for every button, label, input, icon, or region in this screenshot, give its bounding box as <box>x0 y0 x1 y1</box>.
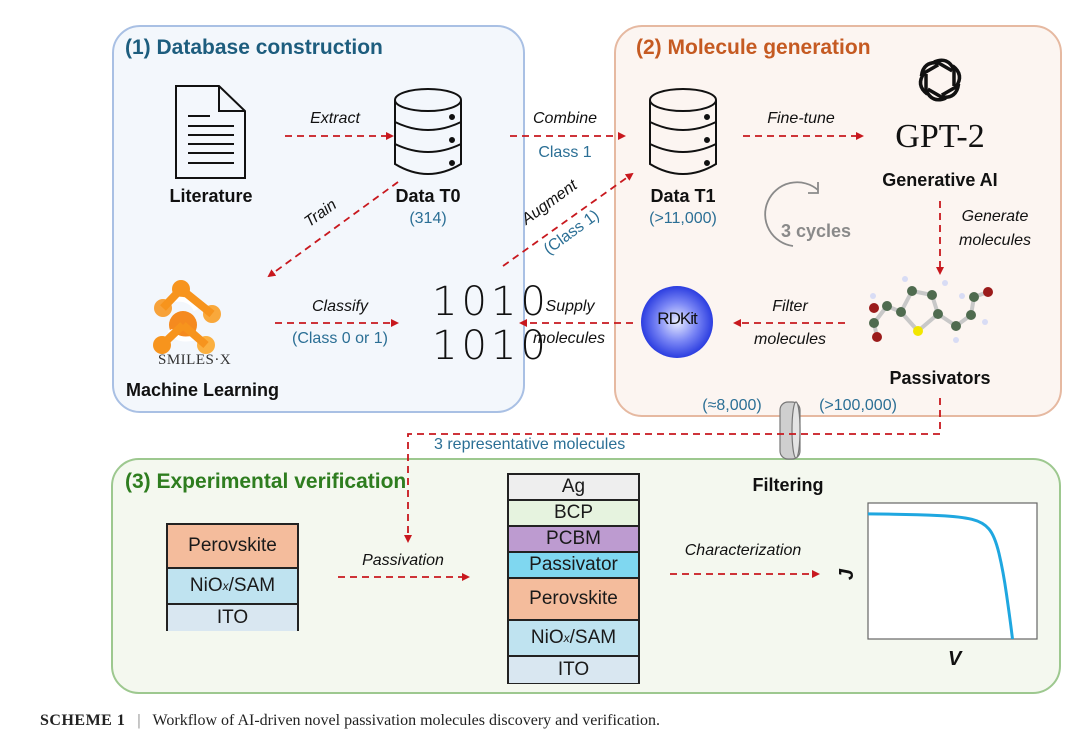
jv-ylabel: J <box>836 568 859 581</box>
data-t1-count: (>11,000) <box>649 210 717 227</box>
smiles-x-logo-text: SMILES·X <box>158 352 232 368</box>
arrow-train <box>267 181 399 278</box>
filtering-label: Filtering <box>752 475 824 495</box>
figure-caption: SCHEME 1 | Workflow of AI-driven novel pas… <box>40 712 660 730</box>
generate-label-line2: molecules <box>958 232 1032 249</box>
layer-perovskite: Perovskite <box>168 525 297 569</box>
generated-count: (>100,000) <box>819 397 897 414</box>
characterization-label: Characterization <box>684 542 802 559</box>
caption-label: SCHEME 1 <box>40 712 126 729</box>
smiles-x-logo-icon <box>153 280 221 354</box>
rdkit-logo-icon <box>641 286 713 358</box>
gpt2-logo-text: GPT-2 <box>895 118 985 155</box>
panel-title-generation: (2) Molecule generation <box>636 36 871 59</box>
panel-title-verification: (3) Experimental verification <box>125 470 407 493</box>
passivation-label: Passivation <box>362 552 444 569</box>
arrow-representative <box>404 398 941 543</box>
arrow-augment <box>502 172 634 267</box>
panel-title-database: (1) Database construction <box>125 36 383 59</box>
literature-label: Literature <box>169 186 253 206</box>
cycle-arrow-icon <box>764 181 819 247</box>
cycles-label: 3 cycles <box>781 221 852 241</box>
layer-ito: ITO <box>168 605 297 631</box>
flow-arrows <box>267 132 944 581</box>
after-filter-count: (≈8,000) <box>702 397 762 414</box>
layer-bcp: BCP <box>509 501 638 527</box>
extract-label: Extract <box>310 110 360 127</box>
classify-class-label: (Class 0 or 1) <box>291 330 389 347</box>
machine-learning-label: Machine Learning <box>126 380 280 400</box>
supply-label-line2: molecules <box>532 330 606 347</box>
jv-curve <box>867 512 1014 640</box>
binary-row-2: 1010 <box>432 323 550 369</box>
caption-text: Workflow of AI-driven novel passivation … <box>152 712 661 729</box>
filter-icon <box>779 401 801 460</box>
representative-molecules-label: 3 representative molecules <box>434 436 626 453</box>
document-icon <box>175 85 246 179</box>
data-t0-count: (314) <box>409 210 447 227</box>
combine-class-label: Class 1 <box>538 144 592 161</box>
binary-icon: 1010 1010 <box>432 280 550 368</box>
data-t1-label: Data T1 <box>650 186 716 206</box>
binary-row-1: 1010 <box>432 279 550 325</box>
layer-ag: Ag <box>509 475 638 501</box>
filter-label-line1: Filter <box>772 298 808 315</box>
supply-label-line1: Supply <box>545 298 595 315</box>
layer-pcbm: PCBM <box>509 527 638 553</box>
openai-logo-icon <box>914 56 966 104</box>
jv-plot-frame <box>867 502 1038 640</box>
rdkit-logo-text: RDKit <box>657 309 697 328</box>
layer-perovskite: Perovskite <box>509 579 638 621</box>
generative-ai-label: Generative AI <box>882 170 998 190</box>
finetune-label: Fine-tune <box>767 110 835 127</box>
passivators-label: Passivators <box>889 368 991 388</box>
panel-database-construction <box>112 25 525 413</box>
classify-label: Classify <box>311 298 368 315</box>
data-t0-label: Data T0 <box>395 186 461 206</box>
database-icon-t1 <box>649 88 717 175</box>
filter-label-line2: molecules <box>753 331 827 348</box>
layer-passivator: Passivator <box>509 553 638 579</box>
generate-label-line1: Generate <box>961 208 1029 225</box>
caption-divider: | <box>137 712 141 729</box>
combine-label: Combine <box>532 110 598 127</box>
molecule-icon <box>869 276 993 343</box>
jv-xlabel: V <box>948 648 962 670</box>
jv-plot <box>867 502 1038 640</box>
database-icon-t0 <box>394 88 462 175</box>
layer-ito: ITO <box>509 657 638 683</box>
